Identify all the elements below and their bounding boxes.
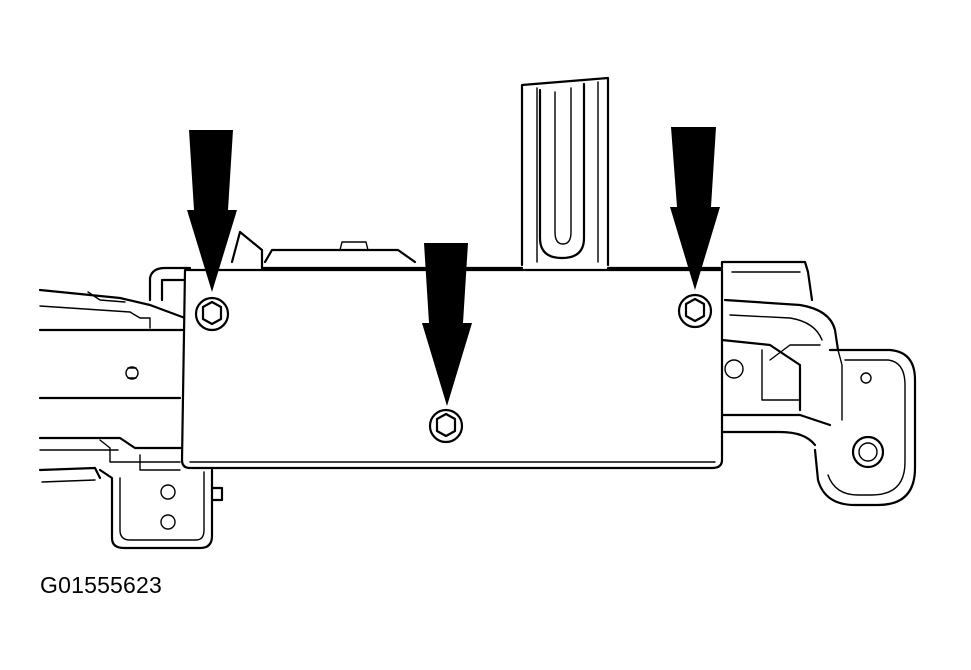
arrow-center-icon xyxy=(422,243,472,406)
arrow-left-icon xyxy=(187,130,237,292)
arrow-right-icon xyxy=(670,127,720,290)
bolt-left xyxy=(194,296,230,332)
right-bracket xyxy=(720,260,917,507)
figure-id-label: G01555623 xyxy=(40,572,163,598)
bolt-center xyxy=(428,408,464,444)
bolt-right xyxy=(677,293,713,329)
upper-cover xyxy=(230,230,722,270)
left-housing xyxy=(38,266,224,550)
steering-shaft xyxy=(520,76,610,267)
